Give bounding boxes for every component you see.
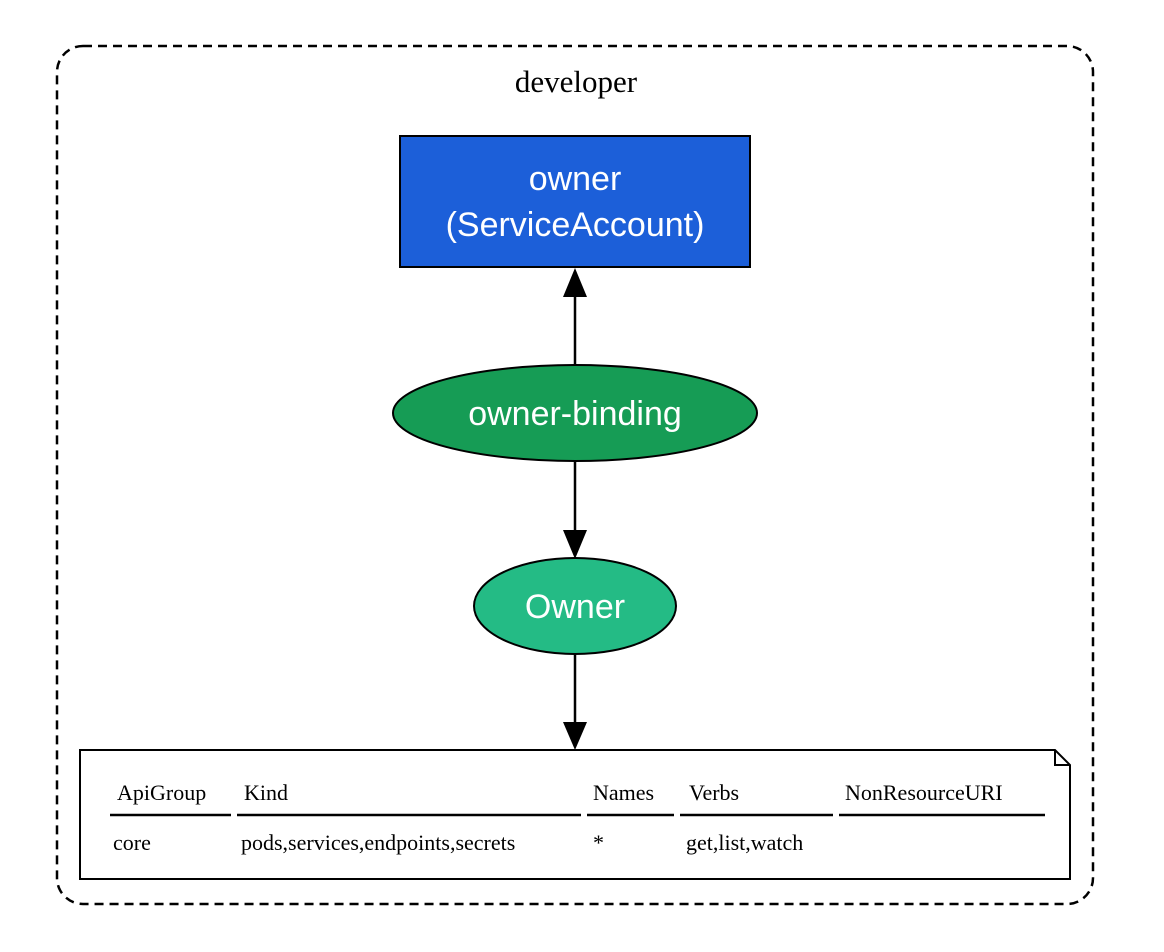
role-label: Owner	[525, 588, 625, 626]
role-binding-ellipse	[392, 364, 758, 462]
edge-role-to-rules	[563, 655, 587, 750]
service-account-kind: (ServiceAccount)	[446, 206, 705, 244]
cell-apigroup: core	[113, 830, 151, 855]
service-account-node[interactable]: owner (ServiceAccount)	[399, 135, 751, 268]
service-account-name: owner	[529, 160, 622, 198]
header-names: Names	[593, 780, 654, 805]
cell-names: *	[593, 830, 604, 855]
arrowhead-down	[563, 530, 587, 559]
role-binding-label: owner-binding	[468, 395, 682, 433]
note-fold	[1054, 750, 1070, 766]
header-apigroup: ApiGroup	[117, 780, 206, 805]
edge-binding-to-role	[563, 462, 587, 559]
role-node[interactable]: Owner	[473, 557, 677, 655]
service-account-box	[399, 135, 751, 268]
edge-binding-to-serviceaccount	[563, 268, 587, 365]
header-kind: Kind	[244, 780, 288, 805]
arrowhead-up	[563, 268, 587, 297]
cluster-label: developer	[515, 64, 638, 99]
cell-verbs: get,list,watch	[686, 830, 803, 855]
arrowhead-down	[563, 722, 587, 750]
rules-note: ApiGroup Kind Names Verbs NonResourceURI…	[79, 749, 1071, 880]
header-nonresourceuri: NonResourceURI	[845, 780, 1003, 805]
role-binding-node[interactable]: owner-binding	[392, 364, 758, 462]
header-verbs: Verbs	[689, 780, 739, 805]
cell-kind: pods,services,endpoints,secrets	[241, 830, 515, 855]
cluster-boundary	[55, 44, 1095, 906]
table-row: core pods,services,endpoints,secrets * g…	[113, 830, 803, 855]
role-ellipse	[473, 557, 677, 655]
